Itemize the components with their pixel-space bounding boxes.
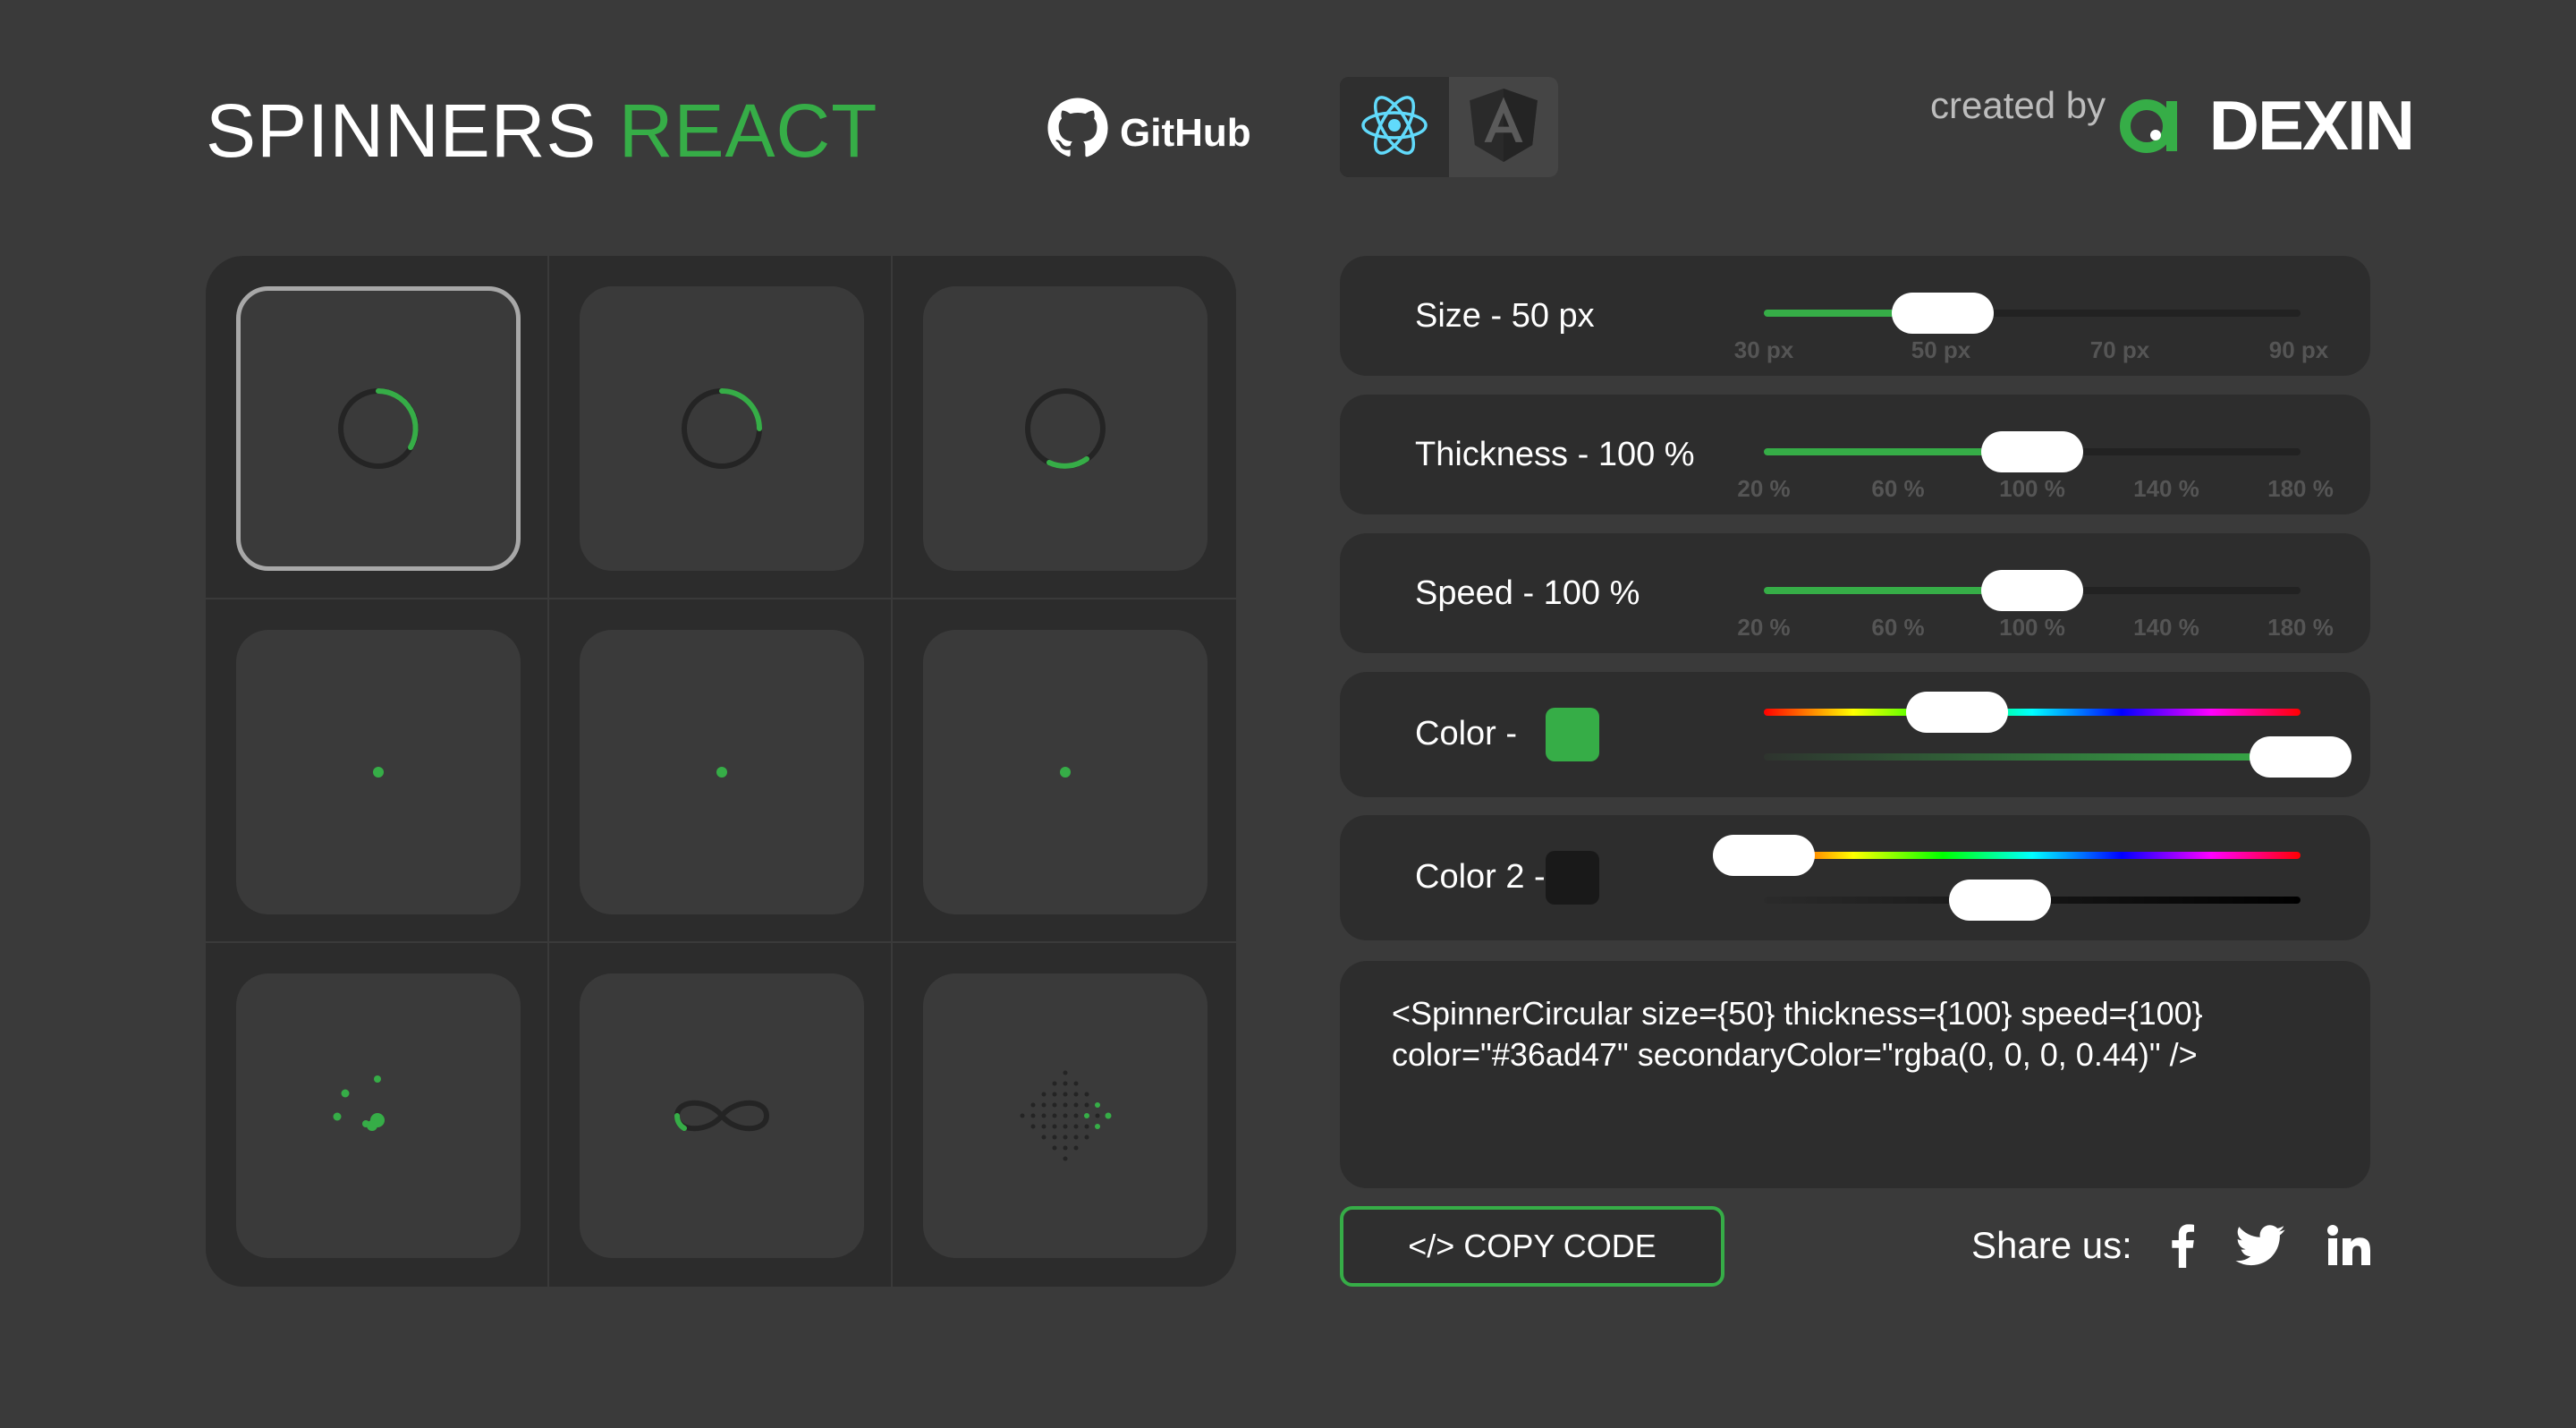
thickness-tick: 100 % — [1999, 475, 2065, 502]
code-line-2: color="#36ad47" secondaryColor="rgba(0, … — [1392, 1036, 2198, 1073]
brand-react: REACT — [618, 89, 878, 173]
page-title: SPINNERS REACT — [206, 86, 877, 175]
copy-code-button[interactable]: </> COPY CODE — [1340, 1206, 1724, 1287]
share-label: Share us: — [1971, 1224, 2132, 1266]
thickness-label: Thickness - 100 % — [1415, 436, 1695, 473]
speed-slider-thumb[interactable] — [1981, 570, 2083, 611]
color-hue-track[interactable] — [1764, 709, 2301, 716]
dexin-logo-mark — [2120, 86, 2209, 165]
grid-divider — [891, 256, 893, 1287]
speed-slider-fill — [1764, 587, 2032, 594]
size-tick: 90 px — [2268, 336, 2329, 363]
spinner-round-filled-icon — [1060, 767, 1071, 778]
thickness-slider-fill — [1764, 448, 2032, 455]
spinner-cell-infinity[interactable] — [580, 973, 864, 1258]
spinner-diamond-icon — [1020, 1070, 1112, 1161]
color2-hue-thumb[interactable] — [1713, 835, 1815, 876]
facebook-link[interactable] — [2168, 1222, 2197, 1272]
logo-text: DEXIN — [2208, 86, 2415, 165]
react-toggle[interactable] — [1340, 77, 1449, 177]
size-control: Size - 50 px 30 px 50 px 70 px 90 px — [1340, 256, 2370, 376]
spinner-circular-split-icon — [1025, 388, 1106, 469]
color2-swatch[interactable] — [1546, 851, 1599, 905]
spinner-cell-diamond[interactable] — [923, 973, 1208, 1258]
thickness-tick: 180 % — [2267, 475, 2334, 502]
github-icon — [1046, 97, 1109, 169]
spinner-infinity-icon — [674, 1100, 770, 1132]
color-alpha-track[interactable] — [1764, 753, 2301, 761]
grid-divider — [206, 598, 1236, 599]
thickness-tick: 140 % — [2133, 475, 2199, 502]
size-slider-track[interactable] — [1764, 310, 2301, 317]
github-link[interactable]: GitHub — [1046, 97, 1251, 169]
speed-tick: 100 % — [1999, 614, 2065, 641]
spinner-round-icon — [373, 767, 384, 778]
framework-switch — [1340, 77, 1558, 177]
linkedin-link[interactable] — [2326, 1222, 2372, 1272]
created-by-label: created by — [1930, 84, 2106, 126]
code-text: <SpinnerCircular size={50} thickness={10… — [1392, 993, 2203, 1075]
size-tick: 50 px — [1911, 336, 1971, 363]
github-label: GitHub — [1120, 110, 1251, 155]
grid-divider — [547, 256, 549, 1287]
thickness-slider-thumb[interactable] — [1981, 431, 2083, 472]
thickness-control: Thickness - 100 % 20 % 60 % 100 % 140 % … — [1340, 395, 2370, 514]
color-alpha-thumb[interactable] — [2250, 736, 2351, 778]
angular-toggle[interactable] — [1449, 77, 1558, 177]
speed-label: Speed - 100 % — [1415, 574, 1640, 612]
spinner-cell-circular-fixed[interactable] — [580, 286, 864, 571]
react-icon — [1357, 88, 1432, 167]
spinner-cell-round-outlined[interactable] — [580, 630, 864, 914]
color-hue-thumb[interactable] — [1906, 692, 2008, 733]
size-slider-thumb[interactable] — [1891, 293, 1994, 334]
spinner-dotted-icon — [333, 1075, 385, 1131]
grid-divider — [206, 941, 1236, 943]
color2-label: Color 2 - — [1415, 858, 1546, 896]
angular-icon — [1470, 88, 1538, 166]
size-tick: 70 px — [2089, 336, 2150, 363]
size-tick: 30 px — [1733, 336, 1794, 363]
spinner-cell-round[interactable] — [236, 630, 521, 914]
color-swatch[interactable] — [1546, 708, 1599, 761]
speed-control: Speed - 100 % 20 % 60 % 100 % 140 % 180 … — [1340, 533, 2370, 653]
facebook-icon — [2170, 1223, 2195, 1272]
spinner-circular-fixed-icon — [682, 388, 762, 469]
speed-tick: 180 % — [2267, 614, 2334, 641]
thickness-tick: 60 % — [1871, 475, 1925, 502]
color-control: Color - — [1340, 672, 2370, 797]
spinner-round-outlined-icon — [716, 767, 727, 778]
code-line-1: <SpinnerCircular size={50} thickness={10… — [1392, 995, 2203, 1032]
brand-spinners: SPINNERS — [206, 89, 597, 173]
spinner-grid — [206, 256, 1236, 1287]
dexin-logo[interactable]: DEXIN — [2120, 89, 2415, 161]
size-label: Size - 50 px — [1415, 297, 1595, 335]
speed-tick: 140 % — [2133, 614, 2199, 641]
spinner-cell-circular-split[interactable] — [923, 286, 1208, 571]
spinner-circular-icon — [338, 388, 419, 469]
size-slider-fill — [1764, 310, 1943, 317]
speed-tick: 60 % — [1871, 614, 1925, 641]
thickness-tick: 20 % — [1737, 475, 1791, 502]
twitter-icon — [2235, 1224, 2285, 1271]
code-output[interactable]: <SpinnerCircular size={50} thickness={10… — [1340, 961, 2370, 1188]
spinner-cell-circular[interactable] — [236, 286, 521, 571]
color2-control: Color 2 - — [1340, 815, 2370, 940]
color2-alpha-thumb[interactable] — [1949, 880, 2051, 921]
speed-tick: 20 % — [1737, 614, 1791, 641]
color-label: Color - — [1415, 715, 1518, 752]
twitter-link[interactable] — [2234, 1222, 2286, 1272]
linkedin-icon — [2327, 1224, 2370, 1271]
color2-hue-track[interactable] — [1764, 852, 2301, 859]
spinner-cell-round-filled[interactable] — [923, 630, 1208, 914]
spinner-cell-dotted[interactable] — [236, 973, 521, 1258]
